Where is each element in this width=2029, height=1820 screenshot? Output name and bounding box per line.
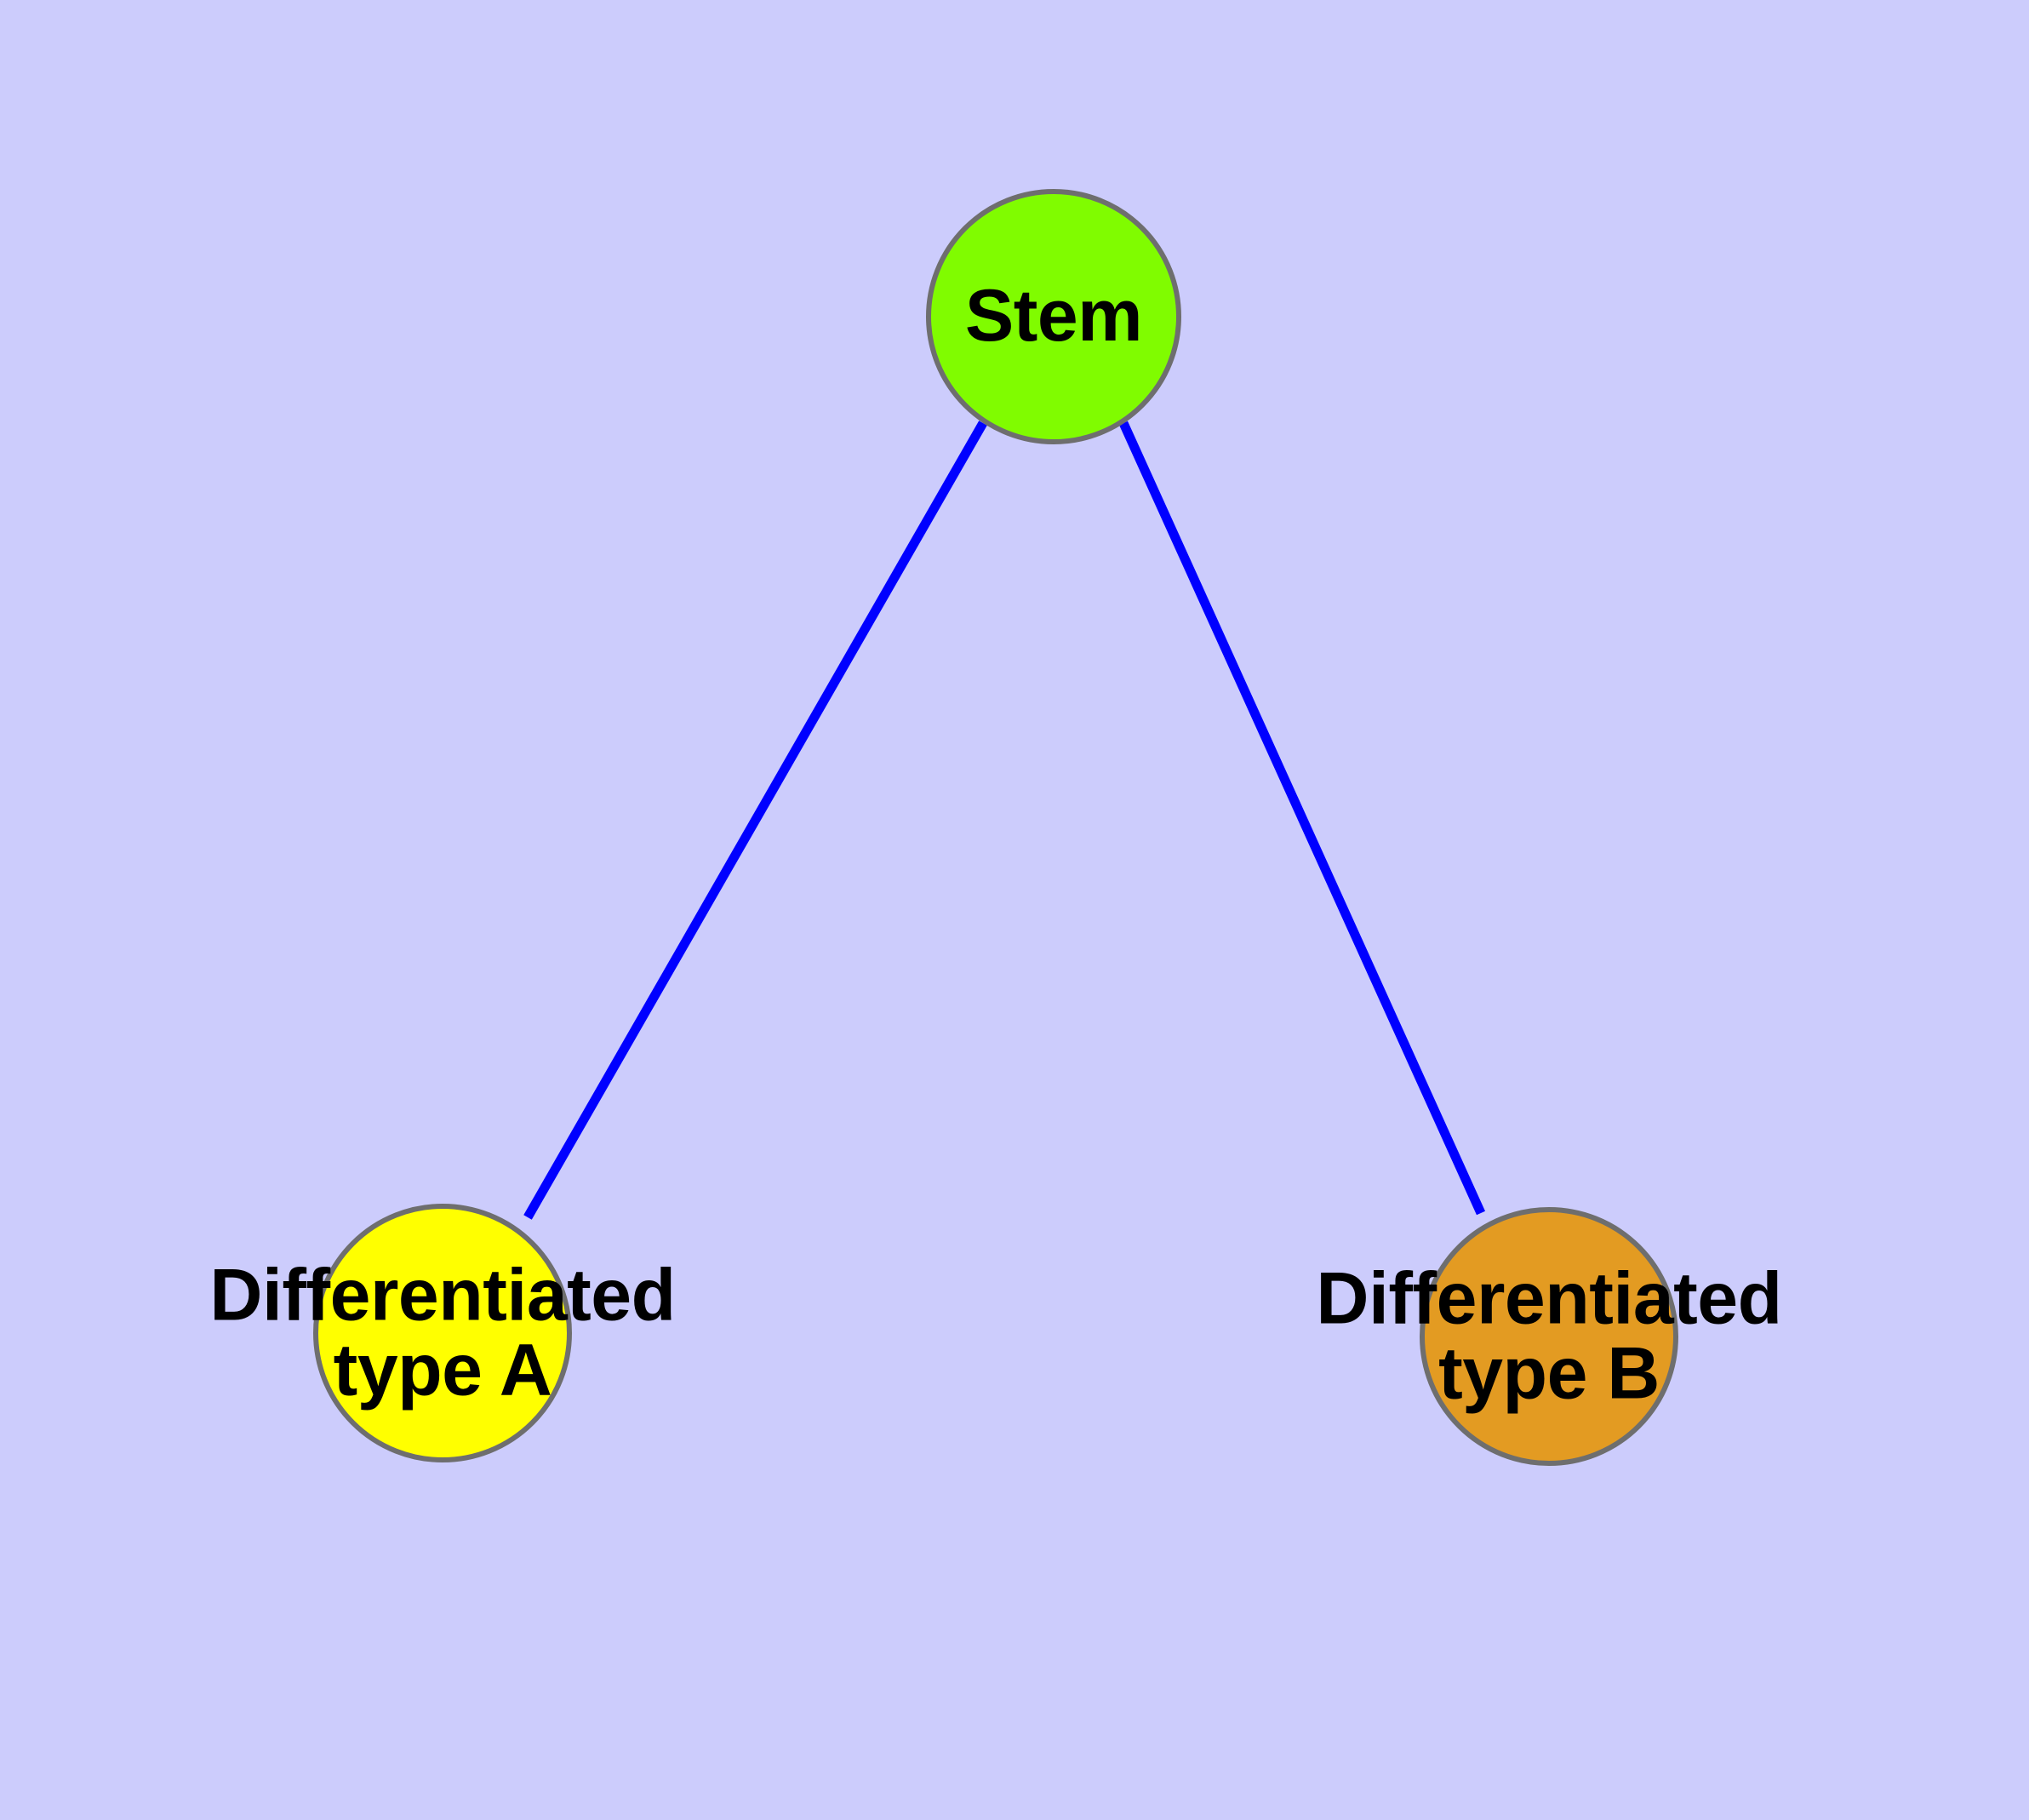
node-differentiated-type-b[interactable]: Differentiated type B: [1316, 1207, 1782, 1466]
node-differentiated-type-a[interactable]: Differentiated type A: [209, 1204, 676, 1462]
edge-stem-to-a[interactable]: [523, 421, 987, 1220]
node-differentiated-type-b-circle[interactable]: [1420, 1207, 1678, 1466]
node-differentiated-type-a-circle[interactable]: [313, 1204, 572, 1462]
node-stem-circle[interactable]: [926, 189, 1181, 444]
edge-stem-to-b[interactable]: [1118, 421, 1486, 1216]
node-stem[interactable]: Stem: [926, 189, 1181, 444]
